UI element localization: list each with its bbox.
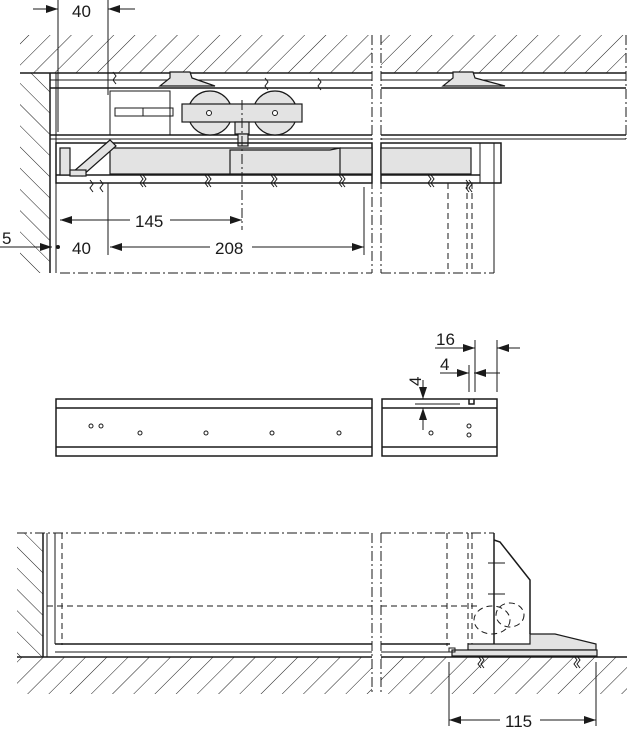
stop-block	[109, 90, 174, 136]
svg-text:115: 115	[505, 712, 532, 730]
floor-guide-bracket	[448, 533, 598, 657]
floor-hatch	[17, 657, 372, 694]
dimension-rail-4-vertical: 4	[406, 377, 460, 430]
svg-text:5: 5	[2, 229, 11, 248]
svg-text:145: 145	[135, 212, 163, 231]
dimension-left-40: 40	[72, 239, 91, 258]
floor-section-view: 115	[17, 532, 627, 730]
floor-screws	[477, 655, 581, 669]
rail-notch	[468, 399, 475, 405]
ceiling-clip-2	[441, 71, 506, 87]
svg-text:208: 208	[215, 239, 243, 258]
top-section-view: 40 145 5 40 208	[0, 0, 627, 274]
svg-text:4: 4	[440, 355, 449, 374]
svg-text:40: 40	[72, 2, 91, 21]
mounting-holes	[88, 423, 472, 438]
svg-text:4: 4	[406, 377, 425, 386]
rail-elevation-view: 16 4 4	[55, 330, 520, 457]
wall-hatch-top	[20, 73, 57, 273]
door-outline-dashed	[60, 35, 494, 274]
dimension-rail-16: 16	[435, 330, 520, 392]
svg-text:16: 16	[436, 330, 455, 349]
dimension-top-40: 40	[33, 2, 135, 21]
dimension-208: 208	[110, 239, 364, 258]
door-outline-bottom	[17, 532, 494, 694]
svg-text:40: 40	[72, 239, 91, 258]
dimension-left-5: 5	[0, 229, 60, 251]
dimension-145: 145	[60, 212, 242, 231]
dimension-rail-4-horizontal: 4	[440, 355, 500, 392]
ceiling-clip-1	[158, 71, 216, 87]
dimension-floor-115: 115	[448, 662, 597, 730]
door-top-profile	[55, 139, 502, 273]
wall-hatch-bottom	[17, 533, 43, 657]
ceiling-hatch	[20, 35, 626, 74]
screws-top	[89, 71, 473, 193]
